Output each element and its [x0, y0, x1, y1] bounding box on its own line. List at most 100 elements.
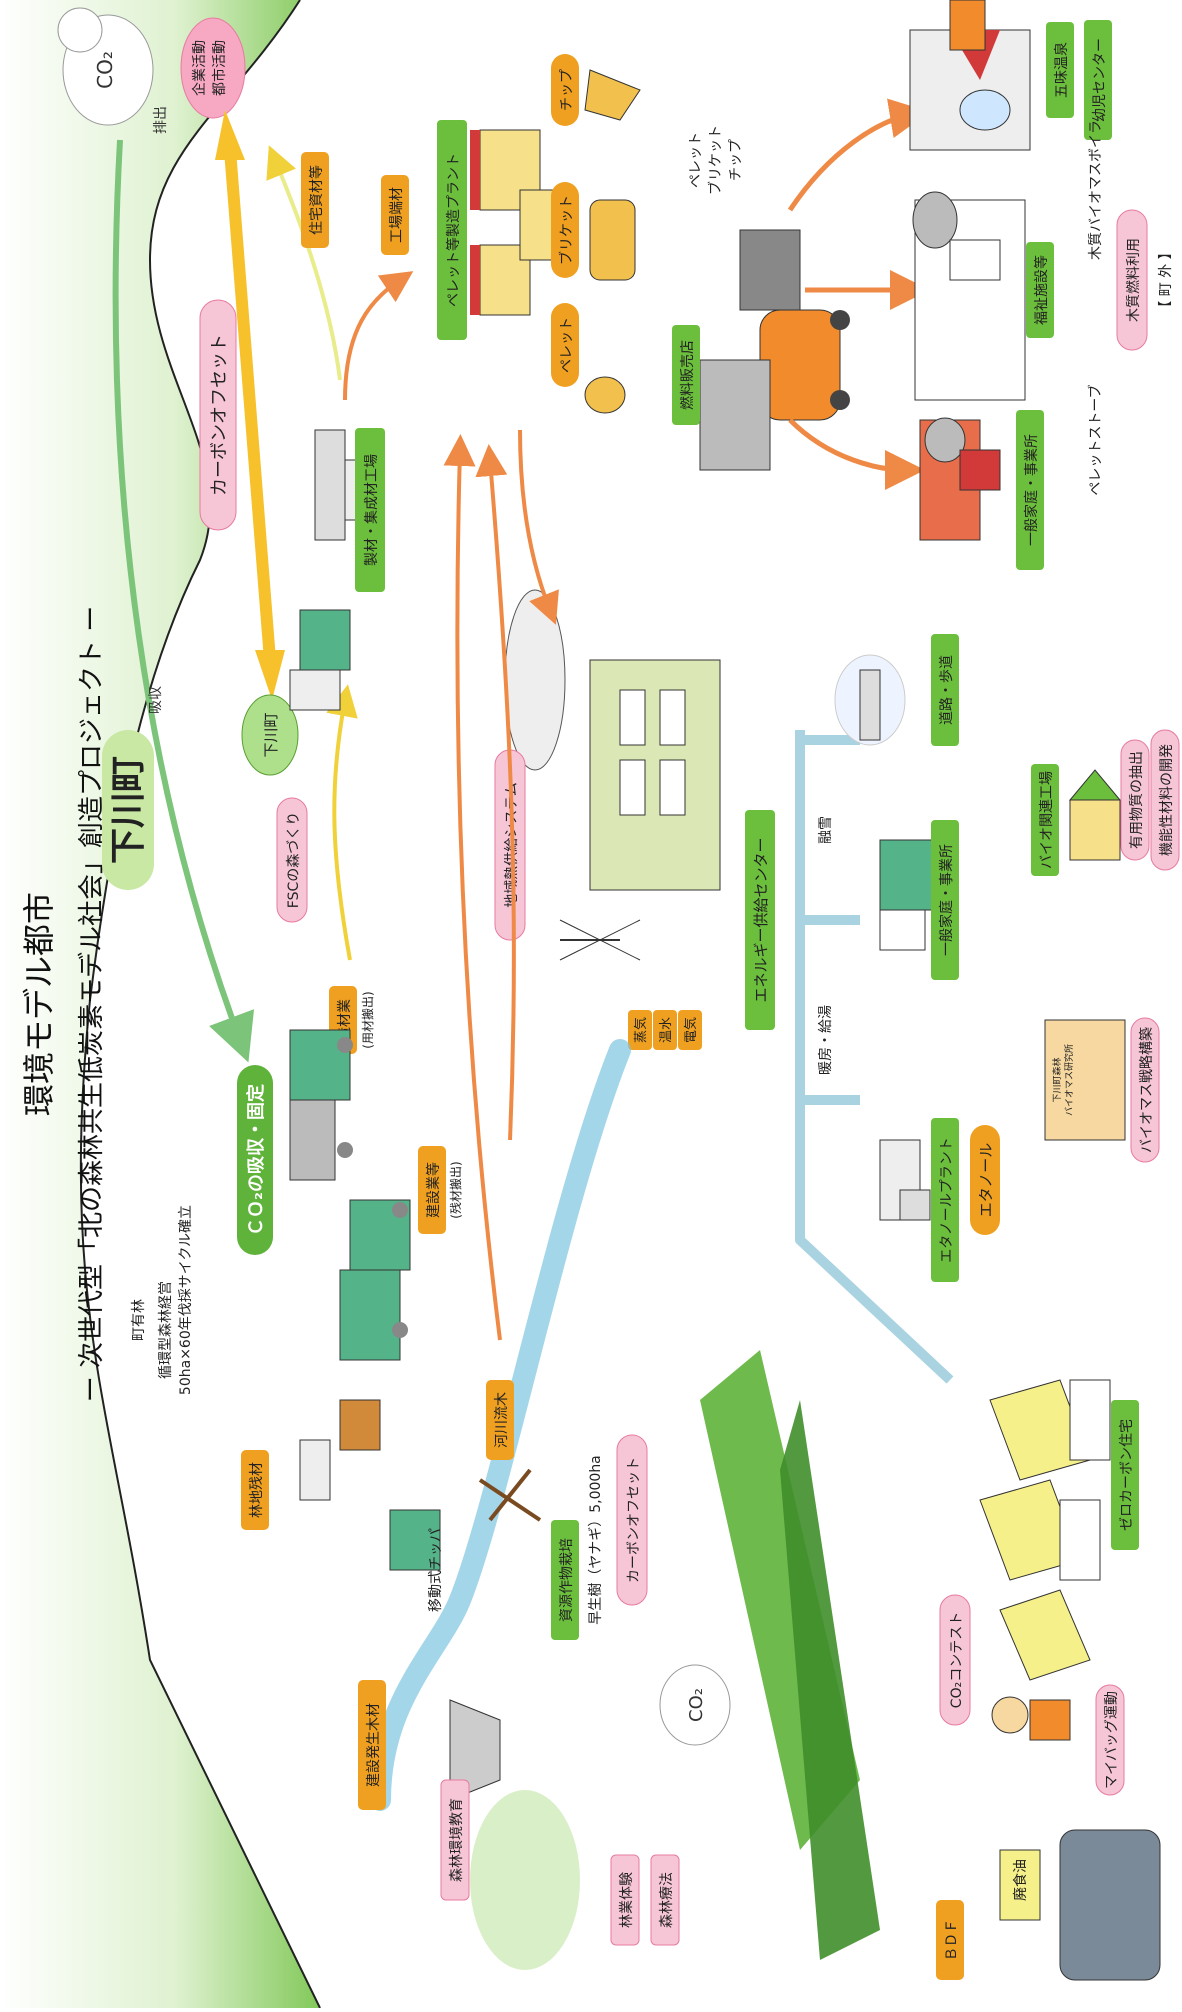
fuel-truck: [739, 229, 850, 421]
road-badge: 道路・歩道: [931, 634, 959, 746]
welfare-building: [912, 191, 1026, 401]
stove-label: ペレットストーブ: [1087, 384, 1104, 495]
willow-label: 早生樹（ヤナギ）5,000ha: [588, 1455, 604, 1625]
pellet-plant-badge: ペレット等製造プラント: [437, 120, 467, 340]
co2-fix-badge: ＣＯ₂の吸収・固定: [237, 1065, 273, 1255]
svg-text:ペレット: ペレット: [688, 132, 704, 188]
svg-text:林地残材: 林地残材: [249, 1462, 265, 1518]
driftwood: [478, 1468, 542, 1522]
fuel-shop-badge: 燃料販売店: [672, 325, 700, 425]
housing-arrow: [266, 145, 342, 381]
svg-text:バイオ関連工場: バイオ関連工場: [1039, 771, 1055, 869]
svg-text:住宅資材等: 住宅資材等: [308, 165, 325, 235]
bio-factory-badge: バイオ関連工場: [1031, 764, 1059, 876]
chipper-machine: [449, 1699, 501, 1801]
forest-residue-icons: [299, 1399, 441, 1571]
wood-fuel-badge: 木質燃料利用: [1116, 209, 1148, 351]
svg-text:幼児センター: 幼児センター: [1092, 38, 1108, 122]
spa-badge: 五味温泉: [1046, 22, 1074, 118]
pellet-plant: [470, 129, 561, 316]
svg-text:機能性材料の開発: 機能性材料の開発: [1159, 744, 1175, 856]
product-briquette-badge: ブリケット: [551, 182, 579, 278]
bdf-badge: ＢＤＦ: [936, 1900, 964, 1980]
oil-label: 廃食油: [1012, 1859, 1029, 1901]
log-truck-1: [289, 1029, 353, 1181]
title-line2: ー 次世代型「北の森林共生低炭素モデル社会」創造プロジェクト ー: [77, 606, 107, 1403]
harvester: [289, 609, 351, 711]
ethanol-plant-badge: エタノールプラント: [931, 1118, 959, 1282]
svg-text:建設業等: 建設業等: [425, 1162, 442, 1218]
bio-lab: 下川町森林 バイオマス研究所: [1044, 1019, 1126, 1141]
svg-text:都市活動: 都市活動: [211, 40, 228, 96]
ethanol-plant: [879, 1139, 931, 1221]
svg-text:河川流木: 河川流木: [494, 1392, 510, 1448]
svg-text:CO₂: CO₂: [686, 1688, 707, 1722]
svg-text:ブリケット: ブリケット: [558, 195, 575, 265]
mobile-chipper-label: 移動式チッパ: [428, 1528, 444, 1612]
title-block: 環境モデル都市 ー 次世代型「北の森林共生低炭素モデル社会」創造プロジェクト ー: [20, 606, 107, 1403]
ethanol-badge: エタノール: [970, 1125, 1000, 1235]
bio-strategy-badge: バイオマス戦略構築: [1130, 1017, 1160, 1163]
outside-label: 【 町 外 】: [1158, 245, 1174, 314]
arrow-river-to-plant: [443, 434, 502, 1341]
co2-cloud-top: CO₂: [57, 7, 154, 126]
svg-text:下川町森林: 下川町森林: [1051, 1057, 1063, 1102]
energy-center-badge: エネルギー供給センター: [745, 810, 775, 1030]
svg-text:一般家庭・事業所: 一般家庭・事業所: [1023, 434, 1040, 546]
svg-text:CO₂コンテスト: CO₂コンテスト: [949, 1612, 965, 1708]
road-icon: [834, 654, 906, 746]
svg-text:エネルギー供給センター: エネルギー供給センター: [752, 837, 770, 1002]
svg-text:木質燃料利用: 木質燃料利用: [1125, 238, 1142, 322]
forest-education-scene: [470, 1790, 580, 1970]
heat-pipe-network: [795, 730, 954, 1384]
factory-scrap-badge: 工場端材: [381, 175, 409, 255]
product-icons: [584, 69, 641, 414]
sawmill-badge: 製材・集成材工場: [355, 428, 385, 592]
co2-label-top: CO₂: [93, 51, 117, 89]
energy-household-badge: 一般家庭・事業所: [931, 820, 959, 980]
arrow-to-spa: [787, 98, 930, 212]
kindergarten-badge: 幼児センター: [1084, 20, 1112, 140]
fuel-shop: [699, 359, 771, 471]
svg-text:一般家庭・事業所: 一般家庭・事業所: [938, 844, 955, 956]
construction-waste-badge: 建設発生木材: [358, 1680, 386, 1810]
town-badge: 下川町: [102, 730, 154, 890]
svg-text:林業体験: 林業体験: [619, 1872, 635, 1928]
therapy-badge: 森林療法: [650, 1854, 680, 1946]
forest-title: 町有林: [131, 1299, 147, 1341]
housing-badge: 住宅資材等: [301, 152, 329, 248]
log-truck-2: [339, 1199, 411, 1361]
svg-text:チップ: チップ: [559, 69, 575, 111]
my-bag-badge: マイバッグ運動: [1095, 1684, 1125, 1796]
svg-text:マイバッグ運動: マイバッグ運動: [1104, 1691, 1120, 1789]
forest-residue-badge: 林地残材: [241, 1450, 269, 1530]
svg-text:福祉施設等: 福祉施設等: [1033, 255, 1050, 325]
forest-line2: 50ha×60年伐採サイクル確立: [178, 1205, 194, 1395]
svg-text:五味温泉: 五味温泉: [1053, 42, 1070, 98]
willow-field: [700, 1350, 880, 1960]
absorption-label: 吸収: [148, 686, 164, 714]
svg-text:ＢＤＦ: ＢＤＦ: [944, 1919, 960, 1961]
snow-melt-label: 融雪: [818, 816, 834, 844]
svg-text:工場端材: 工場端材: [389, 187, 405, 243]
timber-sub: (用材搬出): [360, 991, 375, 1048]
svg-text:企業活動: 企業活動: [191, 40, 208, 96]
arrow-plant-to-center: [518, 429, 559, 625]
crops-co2-cloud: CO₂: [659, 1664, 731, 1746]
river-wood-badge: 河川流木: [486, 1380, 514, 1460]
svg-text:ゼロカーボン住宅: ゼロカーボン住宅: [1119, 1419, 1135, 1531]
household-badge: 一般家庭・事業所: [1016, 410, 1044, 570]
arrow-construction-to-plant: [475, 444, 516, 1141]
svg-text:資源作物栽培: 資源作物栽培: [559, 1538, 575, 1622]
title-line1: 環境モデル都市: [20, 892, 58, 1116]
arrow-to-household: [788, 418, 925, 490]
svg-text:下川町: 下川町: [262, 712, 280, 757]
carbon-offset-top-badge: カーボンオフセット: [199, 299, 237, 531]
energy-center-building: [504, 589, 721, 891]
my-bag-person: [991, 1696, 1071, 1741]
env-edu-badge: 森林環境教育: [440, 1779, 470, 1901]
town-node: 下川町: [241, 694, 299, 776]
svg-text:カーボンオフセット: カーボンオフセット: [209, 334, 230, 496]
construction-sub: (残材搬出): [448, 1161, 463, 1218]
